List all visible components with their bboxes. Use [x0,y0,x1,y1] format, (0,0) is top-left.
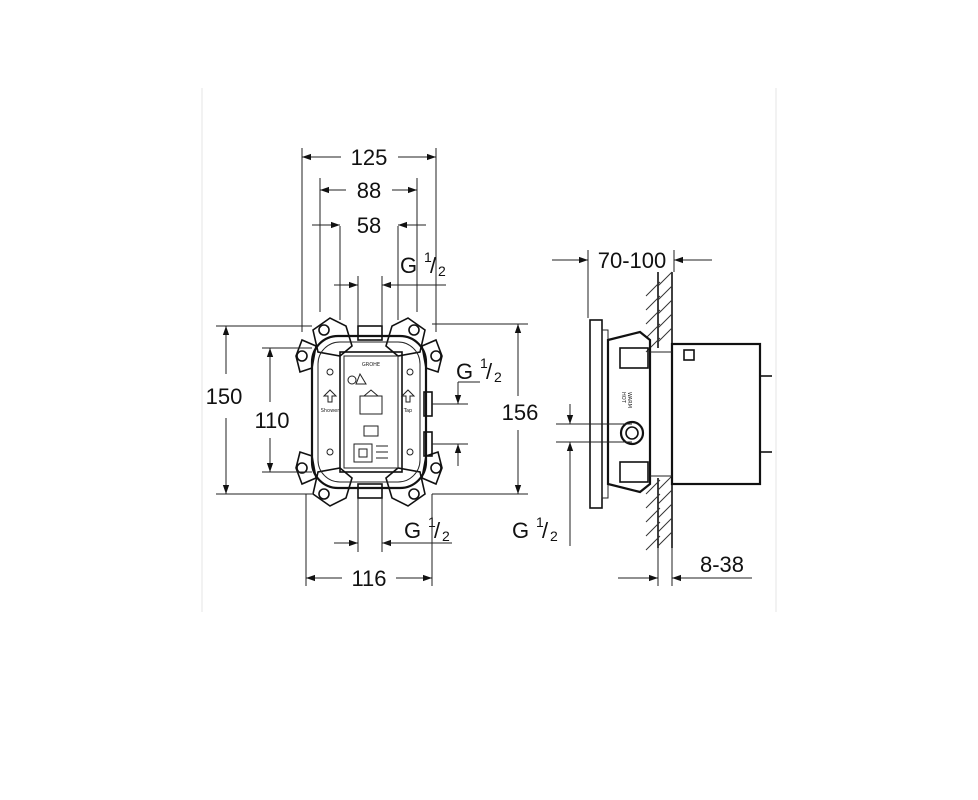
side-outlet-inner [625,426,639,440]
svg-text:/: / [542,518,549,543]
svg-text:2: 2 [550,528,558,544]
dim-58: 58 [357,213,381,238]
dim-8-38: 8-38 [700,552,744,577]
svg-text:1: 1 [536,514,544,530]
side-body [606,330,652,494]
center-plate [339,351,403,473]
side-flange [589,319,603,509]
valve-body-inner [317,341,421,483]
svg-text:2: 2 [438,263,446,279]
svg-text:2: 2 [442,528,450,544]
svg-text:G: G [404,518,421,543]
side-top-block [619,347,649,369]
bottom-port [357,483,383,499]
front-extension-lines [216,148,528,586]
dim-110: 110 [254,408,289,433]
side-label-warm: WARM [626,392,632,408]
side-bottom-block [619,461,649,483]
side-outlet-outer [619,420,645,446]
svg-text:2: 2 [494,369,502,385]
dim-156: 156 [502,400,539,425]
dim-150: 150 [206,384,243,409]
plate-symbols [347,372,388,463]
thread-top: G 1 / 2 [400,249,446,279]
valve-body-outline [310,334,428,490]
plate-brand: GROHE [362,362,380,368]
svg-text:1: 1 [480,355,488,371]
dim-125: 125 [351,145,388,170]
svg-text:1: 1 [424,249,432,265]
front-view: GROHE Shower Tap [295,317,443,507]
svg-text:/: / [430,253,437,278]
up-arrow-icon-left [322,389,338,403]
screws [326,368,414,456]
thread-side: G 1 / 2 [512,514,558,544]
shower-label: Shower [321,408,341,414]
svg-text:G: G [400,253,417,278]
side-label-hot: HOT [620,392,626,404]
svg-text:G: G [456,359,473,384]
dim-88: 88 [357,178,381,203]
svg-text:1: 1 [428,514,436,530]
dim-116: 116 [351,566,386,591]
center-plate-inner [343,355,399,469]
svg-text:G: G [512,518,529,543]
cartridge-housing [670,342,762,486]
thread-bottom: G 1 / 2 [404,514,450,544]
housing-tab [683,349,695,361]
top-port [357,325,383,341]
thread-right: G 1 / 2 [456,355,502,385]
dim-70-100: 70-100 [598,248,667,273]
side-view: WARM HOT [589,271,772,551]
svg-text:/: / [486,359,493,384]
svg-text:/: / [434,518,441,543]
up-arrow-icon-right [400,389,416,403]
tap-label: Tap [403,408,412,414]
mounting-brackets [295,317,443,507]
